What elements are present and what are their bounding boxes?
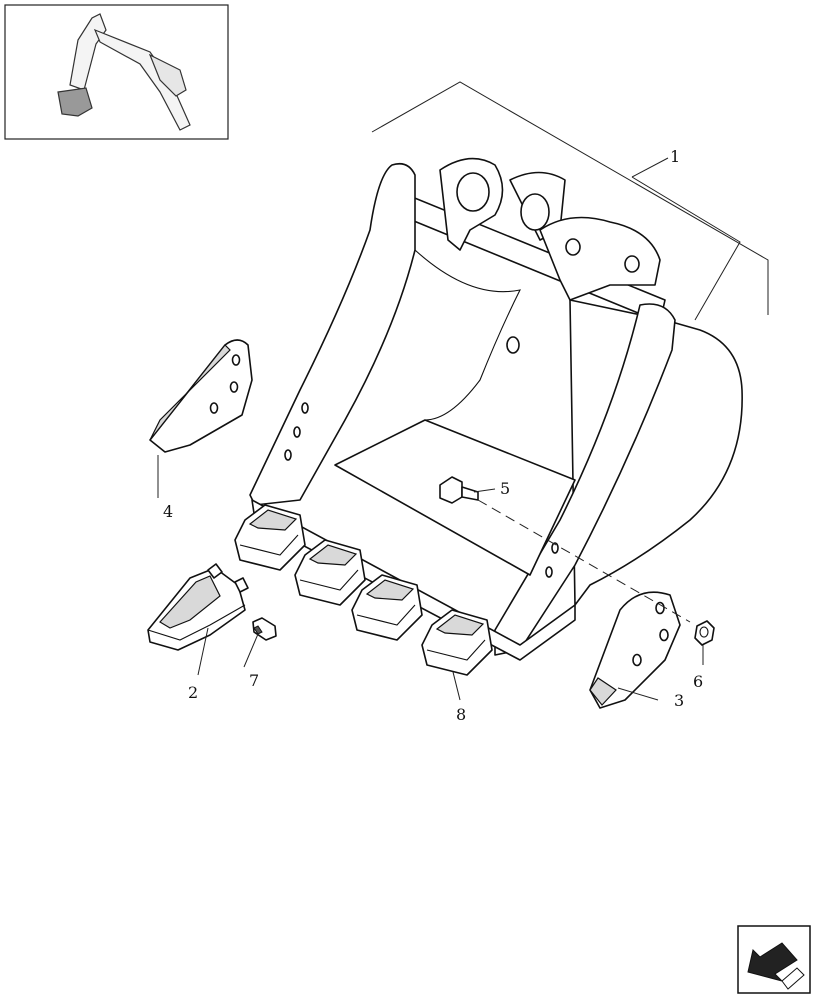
tooth-tip	[147, 563, 249, 651]
excavator-thumbnail-icon	[4, 4, 229, 140]
callout-4: 4	[163, 502, 173, 521]
side-cutter-right	[589, 591, 681, 709]
callout-2: 2	[188, 683, 198, 702]
tooth-adapters	[234, 504, 493, 676]
callout-1: 1	[670, 147, 680, 166]
callout-8: 8	[456, 705, 466, 724]
leader-lines	[157, 81, 769, 701]
callout-3: 3	[674, 691, 684, 710]
callout-5: 5	[500, 479, 510, 498]
side-cutter-left	[149, 339, 253, 453]
nut	[694, 620, 715, 646]
callout-labels: 1 2 3 4 5 6 7 8	[163, 147, 703, 724]
callout-6: 6	[693, 672, 703, 691]
callout-7: 7	[249, 671, 259, 690]
previous-page-arrow-icon[interactable]	[737, 925, 811, 994]
retainer-pin	[252, 617, 277, 641]
